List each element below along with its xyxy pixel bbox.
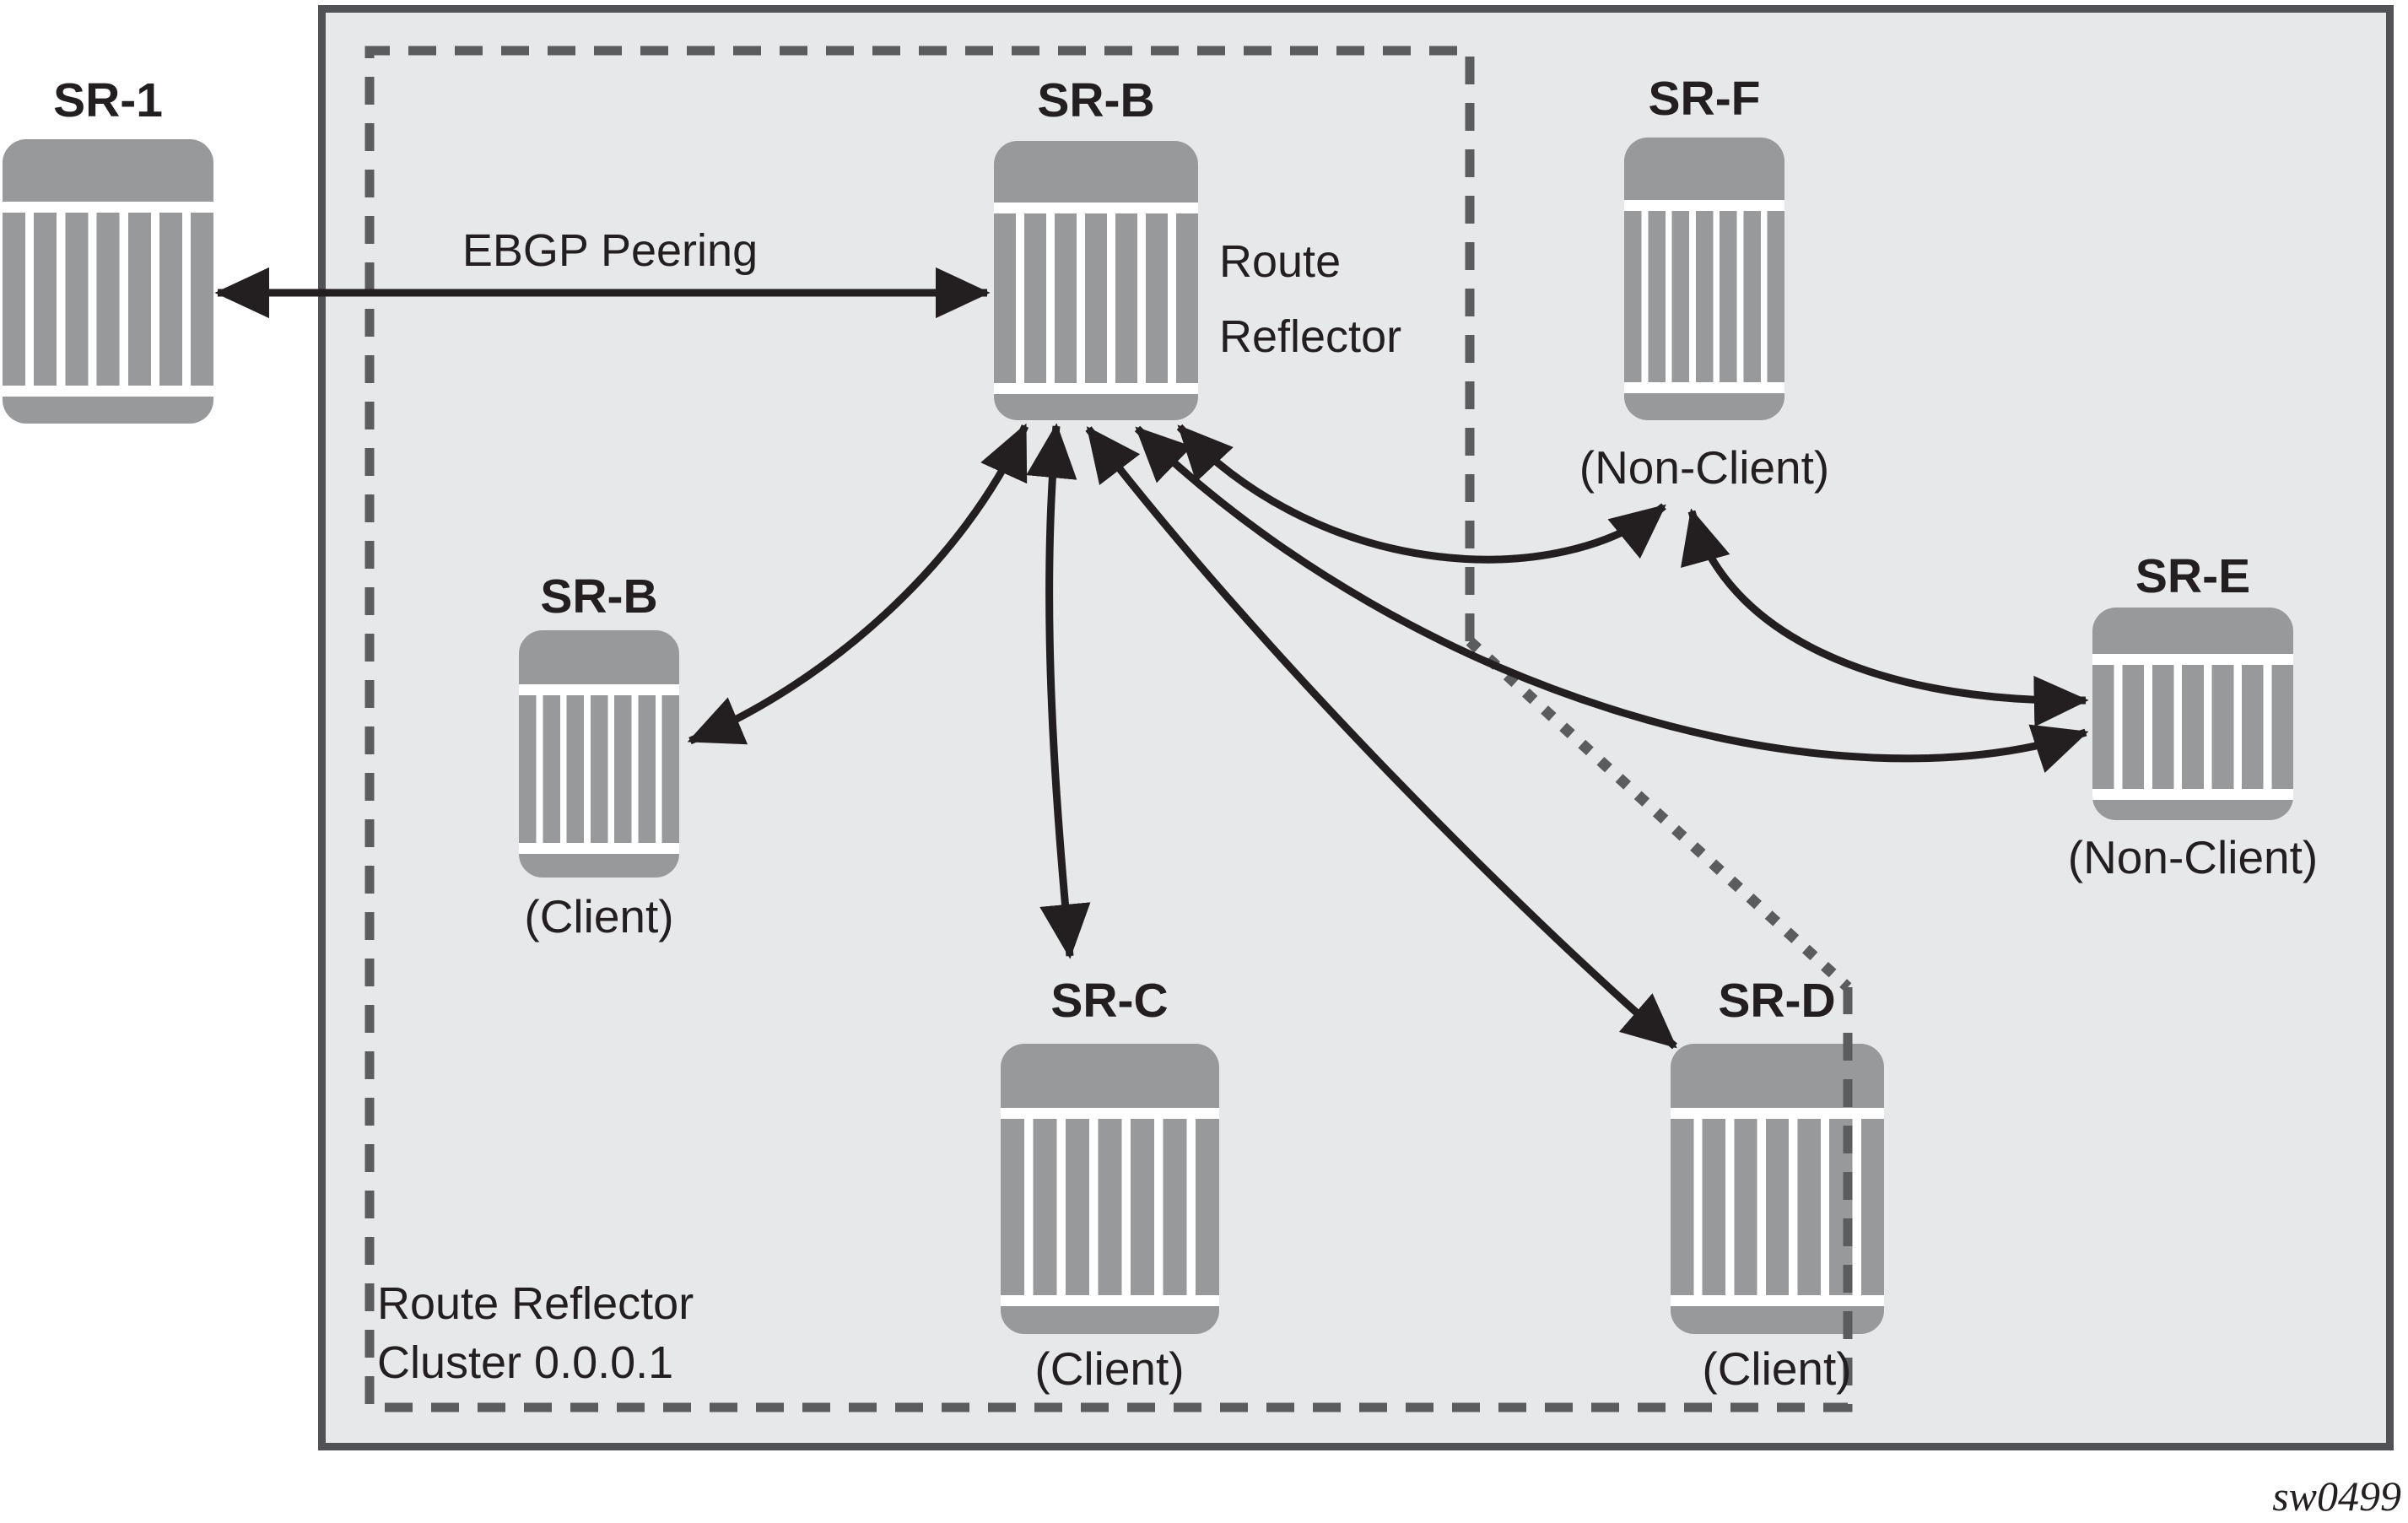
node-sublabel-sr-d-client: (Client) (1702, 1342, 1852, 1395)
router-icon-sr-f (1624, 138, 1784, 420)
node-label-sr-c: SR-C (1050, 974, 1169, 1028)
edge-rr-to-srb-client (687, 423, 1029, 745)
router-band (1624, 382, 1784, 394)
node-label-sr-e: SR-E (2135, 549, 2251, 603)
router-stripes (1001, 1118, 1219, 1296)
figure-id: sw0499 (2272, 1472, 2401, 1520)
router-icon-route-reflector-sr-b (994, 141, 1198, 420)
node-label-sr1: SR-1 (53, 73, 163, 127)
node-label-sr-f: SR-F (1648, 72, 1761, 126)
route-reflector-role-line1: Route (1219, 236, 1342, 287)
edge-rr-to-sr-d (1085, 426, 1677, 1050)
cluster-boundary-diagonal-dotted (1466, 637, 1852, 991)
router-band (3, 202, 213, 213)
node-label-sr-d: SR-D (1718, 974, 1836, 1028)
router-band (1671, 1107, 1884, 1119)
router-band (519, 843, 679, 855)
router-icon-sr1 (3, 139, 213, 424)
router-band (994, 202, 1198, 213)
router-stripes (3, 213, 213, 386)
router-stripes (1624, 210, 1784, 383)
ebgp-peering-label: EBGP Peering (462, 225, 759, 276)
router-icon-sr-e (2092, 608, 2293, 820)
node-sublabel-sr-e-non-client: (Non-Client) (2067, 831, 2319, 883)
router-band (519, 684, 679, 696)
router-stripes (994, 213, 1198, 383)
router-band (1001, 1107, 1219, 1119)
node-sublabel-sr-c-client: (Client) (1034, 1342, 1185, 1395)
router-band (2092, 654, 2293, 666)
node-label-rr-sr-b: SR-B (1037, 73, 1155, 127)
edge-sr-f-to-sr-e (1681, 508, 2089, 727)
node-label-sr-b-client: SR-B (540, 570, 658, 624)
edge-rr-to-sr-f (1176, 424, 1666, 564)
route-reflector-role-line2: Reflector (1219, 311, 1402, 362)
router-icon-sr-b-client (519, 630, 679, 878)
router-band (1671, 1295, 1884, 1307)
cluster-boundary-dashed (364, 46, 1853, 1412)
node-sublabel-sr-b-client: (Client) (524, 890, 674, 942)
router-icon-sr-c (1001, 1044, 1219, 1334)
node-sublabel-sr-f-non-client: (Non-Client) (1579, 441, 1830, 494)
cluster-label-line1: Route Reflector (377, 1278, 694, 1329)
router-band (3, 386, 213, 397)
router-band (994, 382, 1198, 394)
router-band (2092, 789, 2293, 801)
router-band (1001, 1295, 1219, 1307)
router-stripes (519, 695, 679, 844)
router-stripes (2092, 665, 2293, 790)
edge-rr-to-sr-c (1026, 423, 1091, 959)
router-band (1624, 199, 1784, 211)
cluster-label-line2: Cluster 0.0.0.1 (377, 1337, 674, 1388)
